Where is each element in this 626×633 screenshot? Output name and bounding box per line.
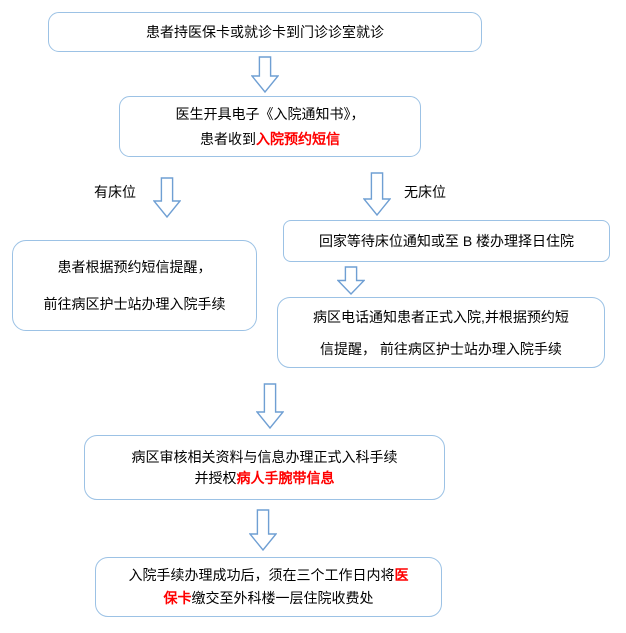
down-arrow-icon-has-bed bbox=[152, 177, 182, 219]
node-admission-notice: 医生开具电子《入院通知书》，患者收到入院预约短信 bbox=[119, 96, 421, 157]
node-patient-visit: 患者持医保卡或就诊卡到门诊诊室就诊 bbox=[48, 12, 482, 52]
node-submit-card: 入院手续办理成功后，须在三个工作日内将医保卡缴交至外科楼一层住院收费处 bbox=[95, 557, 442, 617]
down-arrow-icon-3 bbox=[248, 509, 278, 552]
branch-label-no-bed: 无床位 bbox=[404, 184, 446, 200]
down-arrow-icon-merge bbox=[255, 383, 285, 430]
node-ward-review: 病区审核相关资料与信息办理正式入科手续并授权病人手腕带信息 bbox=[84, 435, 445, 500]
down-arrow-icon-1 bbox=[250, 56, 280, 94]
node-bed-available: 患者根据预约短信提醒，前往病区护士站办理入院手续 bbox=[12, 240, 257, 331]
branch-label-has-bed: 有床位 bbox=[94, 184, 136, 200]
down-arrow-icon-2 bbox=[336, 266, 366, 296]
down-arrow-icon-no-bed bbox=[362, 172, 392, 217]
node-wait-bed: 回家等待床位通知或至 B 楼办理择日住院 bbox=[283, 220, 610, 262]
node-call-admit: 病区电话通知患者正式入院,并根据预约短信提醒， 前往病区护士站办理入院手续 bbox=[277, 297, 605, 368]
